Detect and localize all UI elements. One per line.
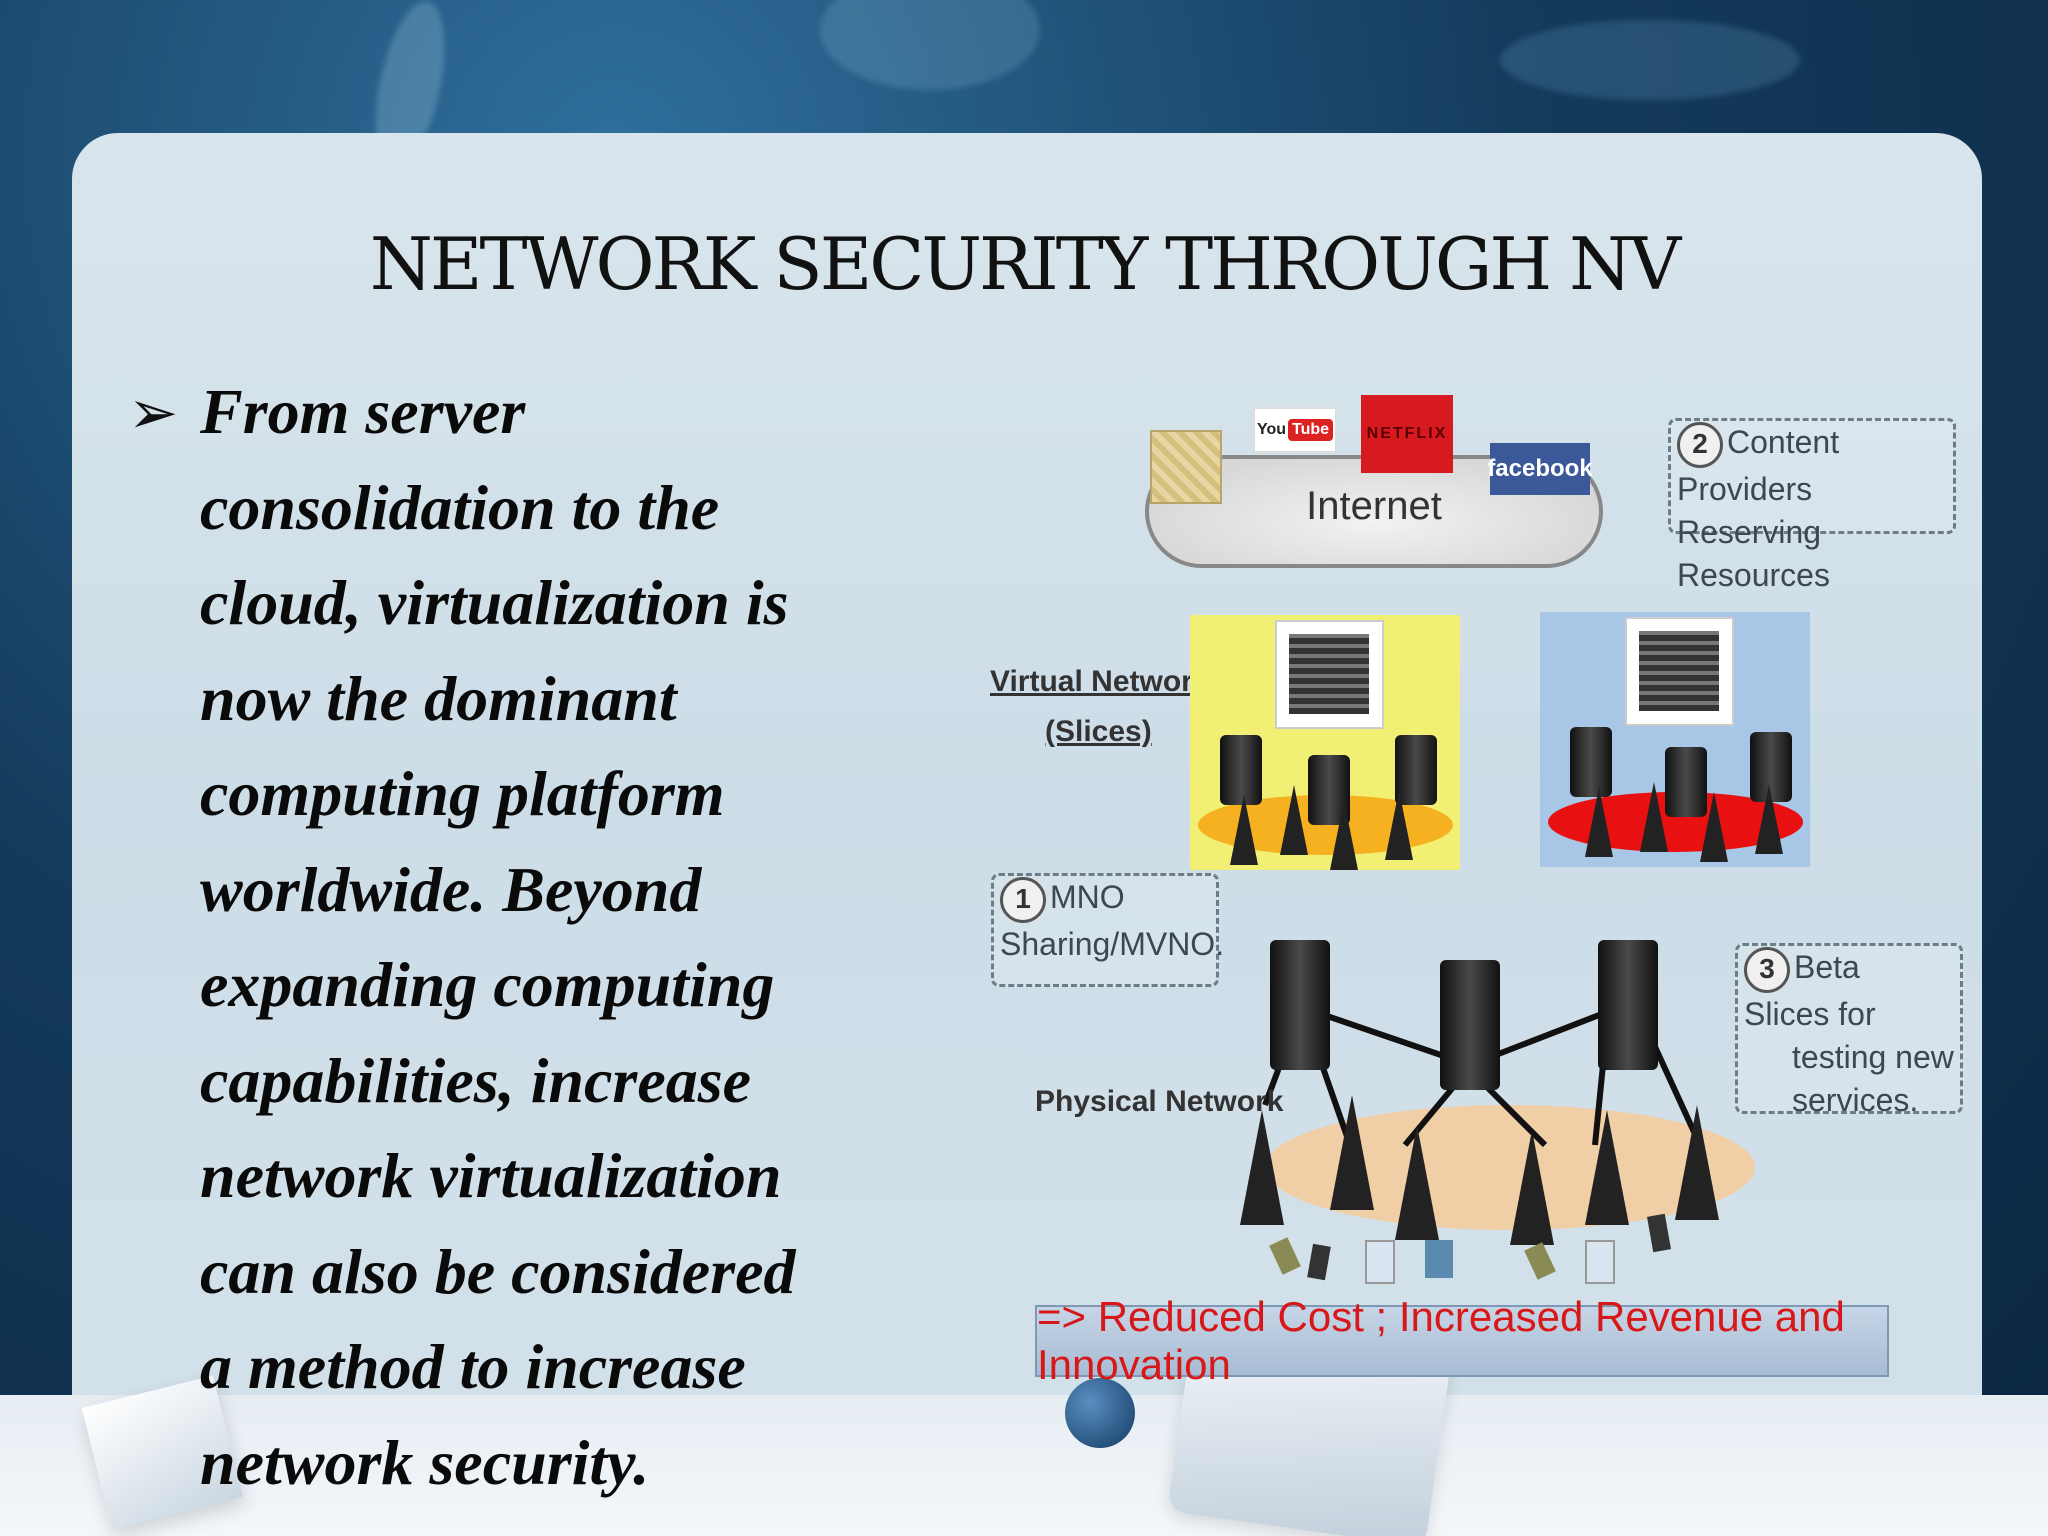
cell-tower-icon (1385, 790, 1413, 860)
bullet-line: worldwide. Beyond (200, 853, 702, 925)
callout-line: services. (1792, 1082, 1919, 1118)
callout-number: 2 (1677, 422, 1723, 468)
cell-tower-icon (1330, 800, 1358, 870)
physical-links (1262, 1002, 1703, 1148)
cell-tower-icon (1395, 1125, 1439, 1240)
physical-server-icon (1270, 940, 1330, 1070)
background-streak (1500, 20, 1800, 100)
server-icon (1625, 617, 1734, 726)
cell-tower-icon (1330, 1095, 1374, 1210)
bullet-line: capabilities, increase (200, 1044, 752, 1116)
callout-line: testing new (1792, 1039, 1954, 1075)
cell-tower-icon (1585, 787, 1613, 857)
physical-network-label: Physical Network (1035, 1085, 1284, 1118)
bullet-line: network security. (200, 1426, 650, 1498)
cell-tower-icon (1755, 784, 1783, 854)
bullet-text: From server consolidation to the cloud, … (200, 364, 960, 1510)
slice-blue (1540, 612, 1810, 867)
callout-line: Content Providers (1677, 424, 1840, 507)
decorative-floor (0, 1395, 2048, 1536)
tablet-icon (1365, 1240, 1395, 1284)
bullet-line: computing platform (200, 758, 725, 829)
cell-tower-icon (1240, 1110, 1284, 1225)
cell-tower-icon (1230, 795, 1258, 865)
server-icon (1275, 620, 1384, 729)
decorative-globe (1065, 1378, 1135, 1448)
bullet-line: can also be considered (200, 1235, 796, 1307)
callout-line: Reserving Resources (1677, 514, 1830, 593)
bullet-line: network virtualization (200, 1140, 782, 1211)
bullet-line: From server (200, 376, 526, 447)
callout-line: Beta Slices for (1744, 949, 1876, 1032)
background-streak (820, 0, 1040, 90)
netflix-logo: NETFLIX (1361, 395, 1453, 473)
callout-line: Sharing/MVNO. (1000, 926, 1225, 962)
cell-tower-icon (1700, 792, 1728, 862)
cell-tower-icon (1640, 782, 1668, 852)
slide-title: NETWORK SECURITY THROUGH NV (369, 222, 1681, 306)
facebook-logo: facebook (1487, 443, 1593, 495)
laptop-icon (1425, 1240, 1453, 1278)
internet-label: Internet (1306, 484, 1442, 528)
server-node-icon (1570, 727, 1612, 797)
callout-number: 3 (1744, 947, 1790, 993)
bullet-line: now the dominant (200, 662, 677, 734)
summary-banner: => Reduced Cost ; Increased Revenue and … (1035, 1293, 1889, 1388)
slice-yellow (1190, 615, 1460, 870)
bullet-line: a method to increase (200, 1331, 746, 1402)
callout-line: MNO (1050, 879, 1125, 915)
bullet-line: cloud, virtualization is (200, 567, 789, 638)
bullet-line: consolidation to the (200, 471, 720, 543)
server-node-icon (1220, 735, 1262, 805)
callout-number: 1 (1000, 877, 1046, 923)
cell-tower-icon (1675, 1105, 1719, 1220)
cell-tower-icon (1510, 1130, 1554, 1245)
virtual-networks-label: Virtual Networks (990, 665, 1227, 698)
slices-label: (Slices) (1045, 715, 1152, 748)
physical-server-icon (1440, 960, 1500, 1090)
bullet-line: expanding computing (200, 949, 775, 1020)
physical-server-icon (1598, 940, 1658, 1070)
map-icon (1150, 430, 1222, 504)
bullet-arrow-icon: ➢ (128, 378, 179, 448)
youtube-tube: Tube (1288, 419, 1334, 441)
youtube-you: You (1256, 421, 1286, 438)
cell-tower-icon (1280, 785, 1308, 855)
cell-tower-icon (1585, 1110, 1629, 1225)
tablet-icon (1585, 1240, 1615, 1284)
